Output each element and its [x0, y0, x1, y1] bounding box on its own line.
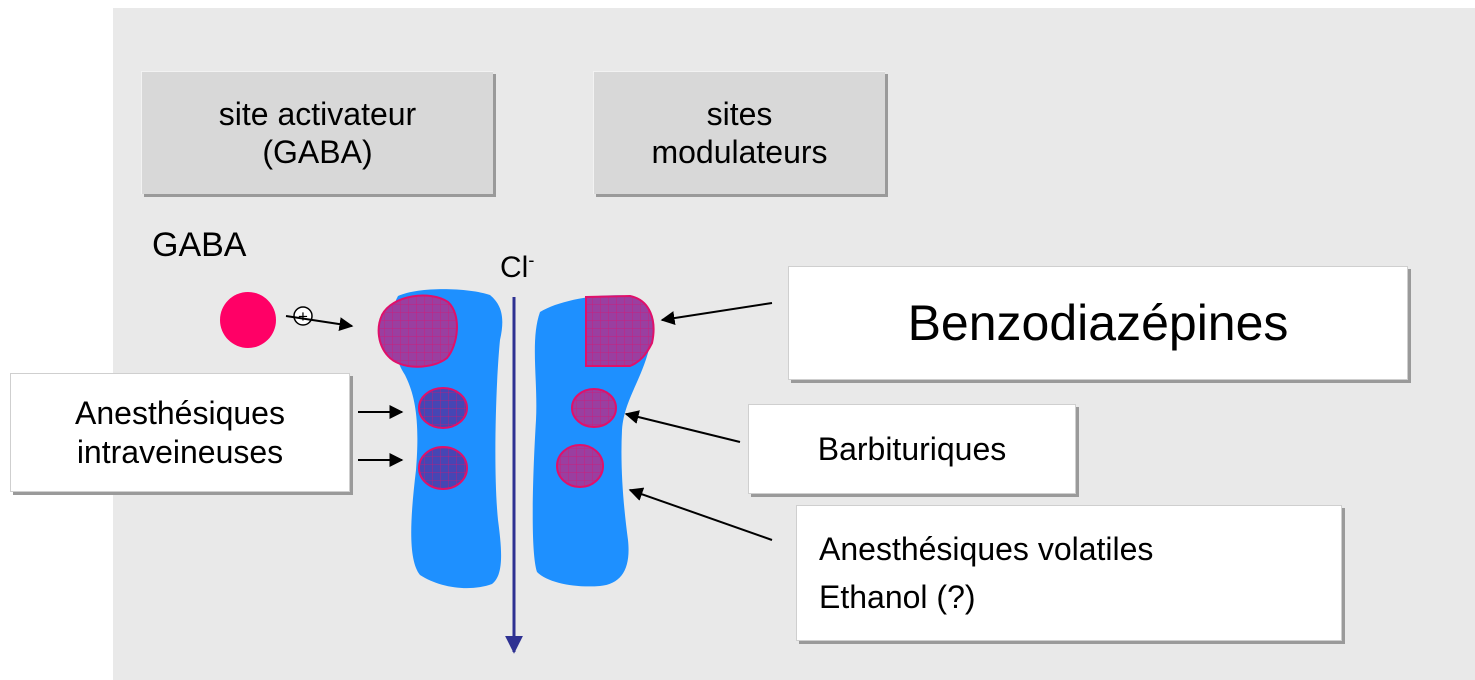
activator-site-line1: site activateur — [219, 95, 416, 133]
activator-site-line2: (GABA) — [219, 133, 416, 171]
iv-anesthetic-site-2 — [419, 447, 467, 489]
chloride-symbol: Cl — [500, 251, 528, 284]
benzodiazepines-box: Benzodiazépines — [788, 266, 1408, 380]
iv-anesthetics-box: Anesthésiques intraveineuses — [10, 373, 350, 492]
gaba-binding-site — [379, 296, 457, 367]
barbiturates-box: Barbituriques — [748, 404, 1076, 494]
modulator-sites-line2: modulateurs — [651, 133, 827, 171]
benzodiazepine-site — [586, 296, 654, 366]
barbiturate-site — [572, 389, 616, 427]
benzodiazepines-label: Benzodiazépines — [908, 293, 1289, 353]
gaba-label: GABA — [152, 226, 246, 265]
chloride-charge: - — [528, 250, 534, 270]
plus-sign: + — [298, 307, 308, 326]
benzodiazepine-arrow — [662, 303, 772, 320]
chloride-label: Cl- — [500, 250, 534, 285]
volatile-anesthetics-box: Anesthésiques volatiles Ethanol (?) — [796, 505, 1342, 641]
gaba-ligand — [220, 292, 276, 348]
volatile-anesthetic-site — [557, 445, 603, 487]
modulator-sites-line1: sites — [651, 95, 827, 133]
volatile-arrow — [630, 490, 772, 540]
iv-anesthetic-site-1 — [419, 388, 467, 428]
volatile-anesthetics-line2: Ethanol (?) — [819, 573, 1153, 621]
modulator-sites-box: sites modulateurs — [593, 71, 885, 194]
iv-anesthetics-line2: intraveineuses — [75, 433, 285, 471]
iv-anesthetics-line1: Anesthésiques — [75, 394, 285, 432]
barbiturates-label: Barbituriques — [818, 430, 1007, 468]
volatile-anesthetics-line1: Anesthésiques volatiles — [819, 525, 1153, 573]
barbiturate-arrow — [626, 414, 740, 442]
activator-site-box: site activateur (GABA) — [141, 71, 493, 194]
